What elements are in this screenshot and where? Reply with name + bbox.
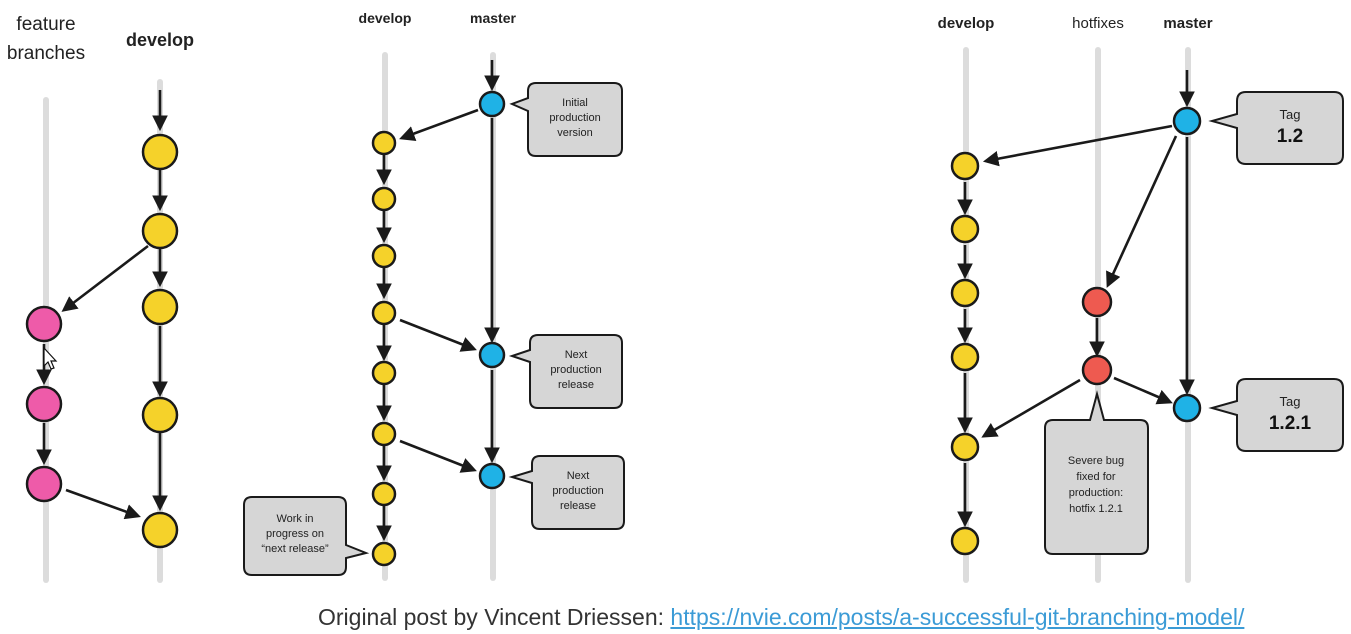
commit-node (478, 90, 506, 118)
caption-text: Original post by Vincent Driessen: (318, 604, 671, 630)
commit-node (371, 421, 397, 447)
callout-bubble (508, 334, 623, 409)
commit-node (25, 465, 63, 503)
arrow-release (399, 318, 477, 352)
callout-line: Initial (562, 97, 588, 109)
hotfix-commits (1081, 286, 1113, 386)
label-develop: develop (938, 15, 995, 32)
label-master: master (470, 10, 516, 26)
arrow-release (399, 439, 477, 473)
callout-severe-bug: Severe bug fixed for production: hotfix … (1044, 390, 1149, 555)
commit-node (371, 481, 397, 507)
label-hotfixes: hotfixes (1072, 15, 1124, 32)
arrow-branch-off (399, 108, 479, 142)
label-branches: branches (7, 43, 85, 64)
callout-line: version (557, 127, 592, 139)
callout-line: hotfix 1.2.1 (1069, 503, 1123, 515)
source-link[interactable]: https://nvie.com/posts/a-successful-git-… (670, 604, 1245, 630)
callout-line: production (549, 112, 600, 124)
arrow-hotfix-merge-develop (981, 378, 1081, 438)
commit-node (371, 541, 397, 567)
callout-line: progress on (266, 528, 324, 540)
commit-node (1081, 286, 1113, 318)
develop-commits (950, 151, 980, 556)
callout-bubble (1208, 378, 1344, 452)
label-develop: develop (126, 30, 194, 50)
label-feature: feature (16, 14, 75, 35)
commit-node (371, 300, 397, 326)
callout-line: fixed for (1076, 471, 1115, 483)
tag-title: Tag (1280, 394, 1301, 409)
commit-node (371, 243, 397, 269)
commit-node (950, 214, 980, 244)
callout-tag-1-2-1: Tag 1.2.1 (1208, 378, 1344, 452)
commit-node (950, 278, 980, 308)
commit-node (25, 305, 63, 343)
tag-version: 1.2.1 (1269, 413, 1312, 434)
callout-bubble (508, 455, 625, 530)
commit-node (141, 133, 179, 171)
callout-line: production (550, 364, 601, 376)
tag-version: 1.2 (1277, 126, 1303, 147)
arrow-branch-off (61, 244, 149, 312)
panel-feature-branches: feature branches develop (7, 14, 194, 583)
caption: Original post by Vincent Driessen: https… (318, 604, 1244, 631)
commit-node (141, 396, 179, 434)
commit-node (950, 526, 980, 556)
callout-line: Next (565, 349, 588, 361)
callout-tag-1-2: Tag 1.2 (1208, 91, 1344, 165)
callout-bubble (509, 82, 623, 157)
callout-line: Severe bug (1068, 455, 1124, 467)
mouse-cursor-icon (43, 346, 58, 370)
callout-line: release (558, 379, 594, 391)
commit-node (478, 462, 506, 490)
commit-node (141, 288, 179, 326)
commit-node (950, 342, 980, 372)
callout-next-release-1: Next production release (508, 334, 623, 409)
label-master: master (1163, 15, 1212, 32)
callout-bubble (243, 496, 370, 576)
tag-title: Tag (1280, 107, 1301, 122)
panel-hotfixes: develop hotfixes master (938, 15, 1344, 583)
commit-node (25, 385, 63, 423)
arrow-merge (65, 488, 141, 520)
master-commits (1172, 106, 1202, 423)
commit-node (1172, 106, 1202, 136)
commit-node (371, 130, 397, 156)
develop-commits (141, 133, 179, 549)
callout-line: Work in (276, 513, 313, 525)
develop-commits (371, 130, 397, 567)
commit-node (371, 360, 397, 386)
commit-node (141, 212, 179, 250)
commit-node (141, 511, 179, 549)
callout-work-in-progress: Work in progress on “next release” (243, 496, 370, 576)
callout-line: Next (567, 470, 590, 482)
master-commits (478, 90, 506, 490)
callout-bubble (1208, 91, 1344, 165)
label-develop: develop (359, 10, 412, 26)
commit-node (950, 151, 980, 181)
arrow-hotfix-merge-master (1113, 376, 1173, 405)
commit-node (1081, 354, 1113, 386)
callout-line: “next release” (261, 543, 329, 555)
callout-line: release (560, 500, 596, 512)
commit-node (1172, 393, 1202, 423)
panel-develop-master: develop master (243, 10, 625, 581)
callout-next-release-2: Next production release (508, 455, 625, 530)
feature-commits (25, 305, 63, 503)
commit-node (950, 432, 980, 462)
commit-node (478, 341, 506, 369)
arrow-hotfix-branch (1106, 135, 1178, 288)
commit-node (371, 186, 397, 212)
callout-initial-production: Initial production version (509, 82, 623, 157)
arrow-branch-off (982, 124, 1173, 167)
callout-line: production (552, 485, 603, 497)
callout-line: production: (1069, 487, 1123, 499)
callout-bubble (1044, 390, 1149, 555)
